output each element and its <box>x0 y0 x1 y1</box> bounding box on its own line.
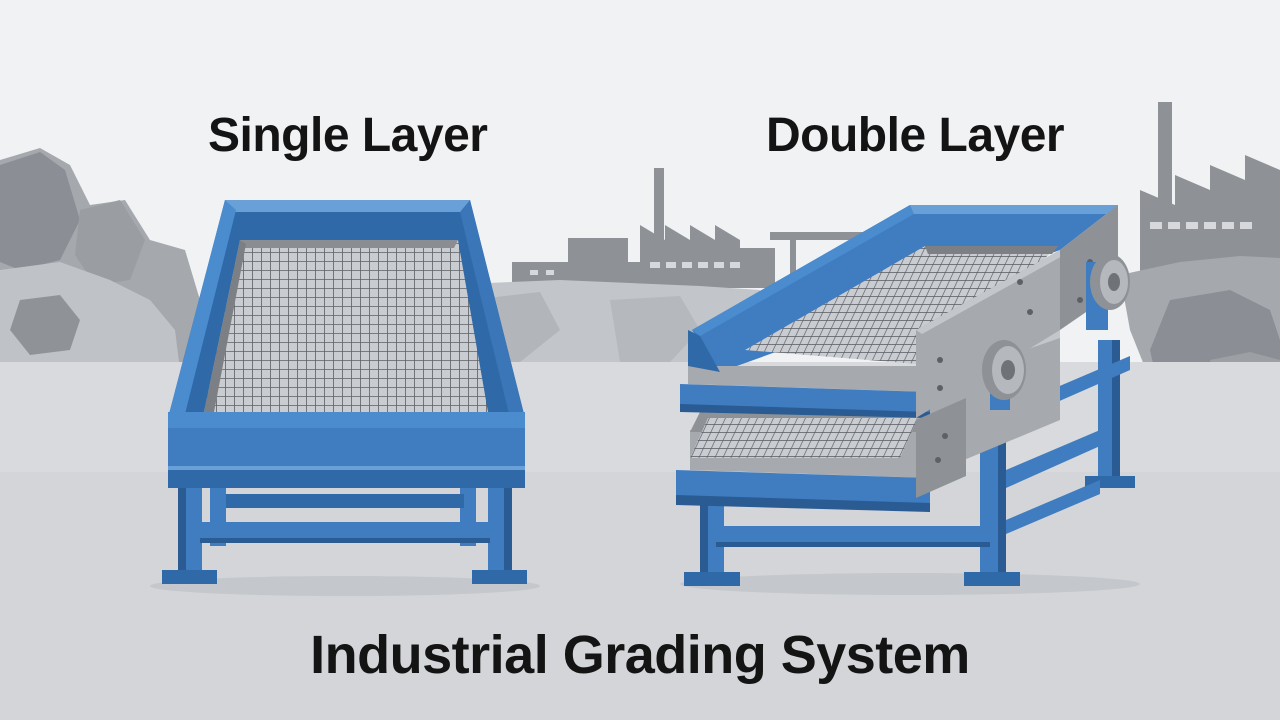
single-screen-legs <box>162 486 527 584</box>
quarry-pit <box>440 280 760 362</box>
factory-windows <box>530 222 1252 275</box>
shadow-single <box>150 576 540 596</box>
double-layer-screen-icon <box>676 205 1135 586</box>
shadow-double <box>680 573 1140 595</box>
single-layer-screen-icon <box>162 200 527 584</box>
quarry-rocks-left-icon <box>0 148 200 402</box>
double-layer-label: Double Layer <box>766 109 1065 162</box>
single-layer-label: Single Layer <box>208 109 488 162</box>
vibrator-motor-rear-icon <box>1086 254 1130 330</box>
vibrator-motor-front-icon <box>982 340 1026 410</box>
system-caption: Industrial Grading System <box>310 625 970 685</box>
